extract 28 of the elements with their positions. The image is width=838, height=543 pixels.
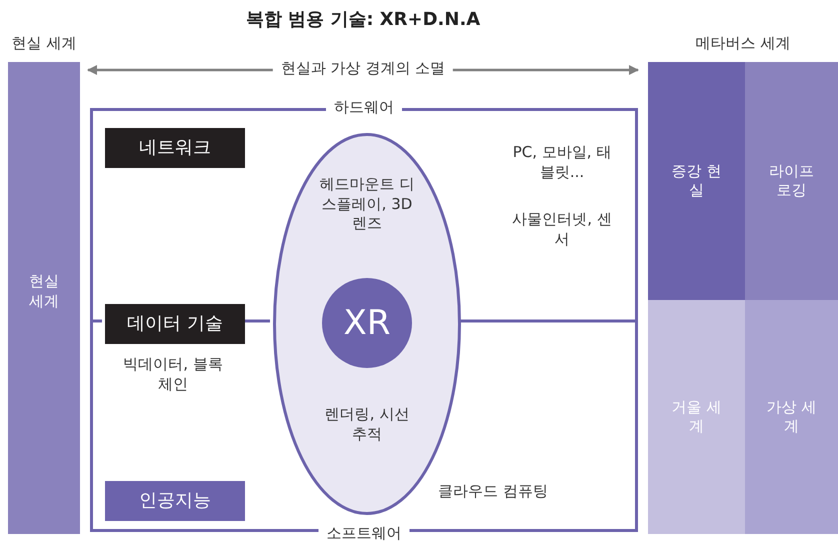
edge-label: 현실과 가상 경계의 소멸 [272,59,454,78]
category-box [105,481,245,521]
box-label: 데이터 기술 [127,312,223,336]
tile-label: 라이프 로깅 [768,162,815,200]
tile-label: 거울 세계 [671,398,722,436]
ellipse-text: 렌더링, 시선추적 [324,405,410,444]
world-tile [648,62,745,300]
title: 복합 범용 기술: XR+D.N.A [244,8,482,32]
category-box [105,304,245,344]
note-text: 사물인터넷, 센서 [511,210,613,249]
bar-label: 현실 세계 [28,272,60,311]
note-text: 빅데이터, 블록체인 [122,355,224,394]
note-text: 클라우드 컴퓨팅 [437,482,549,502]
bar-heading: 현실 세계 [10,34,78,54]
panel-heading: 메타버스 세계 [694,34,792,54]
note-text: PC, 모바일, 태블릿... [512,143,612,182]
tile-label: 가상 세계 [766,398,817,436]
category-box [105,128,245,168]
world-tile [745,300,838,534]
tile-label: 증강 현실 [671,162,722,200]
frame-heading: 하드웨어 [326,98,402,118]
box-label: 네트워크 [139,136,211,160]
box-label: 인공지능 [139,489,211,513]
world-tile [745,62,838,300]
frame-heading: 소프트웨어 [318,524,410,543]
circle-label: XR [344,302,390,345]
ellipse-text: 헤드마운트 디스플레이, 3D 렌즈 [318,175,416,234]
world-tile [648,300,745,534]
